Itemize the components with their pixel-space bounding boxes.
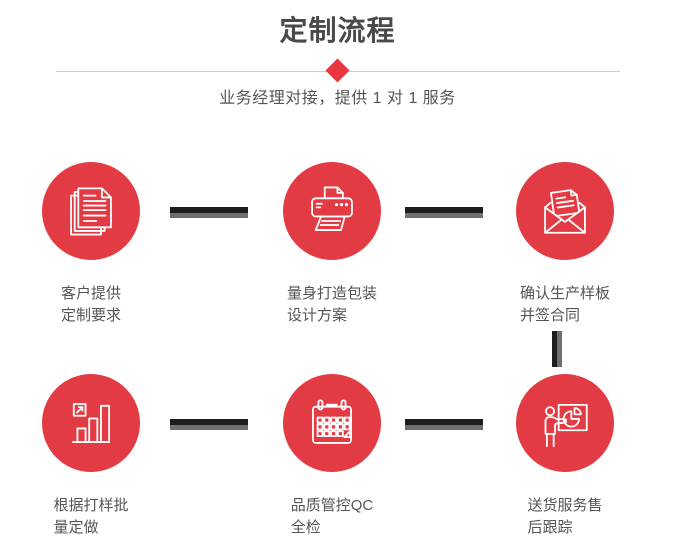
step-label-line: 后跟踪 — [527, 519, 573, 536]
step-sample-contract-circle — [516, 162, 614, 260]
stacked-documents-icon — [70, 187, 112, 236]
growth-bar-chart-icon — [71, 403, 111, 443]
calendar-icon — [312, 399, 352, 444]
diamond-icon — [325, 58, 350, 83]
step-label-line: 量定做 — [53, 519, 99, 536]
printer-icon — [311, 186, 353, 231]
step-label: 量身打造包装设计方案 — [273, 283, 391, 327]
step-delivery-aftersales-circle — [516, 374, 614, 472]
connector-bar — [170, 207, 248, 218]
step-label-line: 设计方案 — [286, 307, 347, 324]
presentation-icon — [544, 403, 588, 448]
step-label: 客户提供定制要求 — [32, 283, 150, 327]
step-customer-requirements-circle — [42, 162, 140, 260]
vertical-connector-bar — [552, 331, 562, 367]
connector-bar — [170, 419, 248, 430]
step-label-line: 客户提供 — [60, 285, 121, 302]
step-batch-production-circle — [42, 374, 140, 472]
connector-bar — [405, 207, 483, 218]
step-label: 品质管控QC 全检 — [273, 495, 391, 539]
step-label-line: 送货服务售 — [527, 497, 603, 514]
step-label-line: 确认生产样板 — [519, 285, 610, 302]
step-label: 送货服务售后跟踪 — [506, 495, 624, 539]
step-label: 根据打样批量定做 — [32, 495, 150, 539]
step-packaging-design-circle — [283, 162, 381, 260]
step-quality-control-circle — [283, 374, 381, 472]
section-subtitle: 业务经理对接，提供 1 对 1 服务 — [219, 90, 456, 107]
step-label: 确认生产样板并签合同 — [506, 283, 624, 327]
open-envelope-icon — [544, 189, 586, 234]
page-title: 定制流程 — [279, 15, 396, 46]
step-label-line: 全检 — [290, 519, 321, 536]
step-label-line: 并签合同 — [519, 307, 580, 324]
step-label-line: 根据打样批 — [53, 497, 129, 514]
connector-bar — [405, 419, 483, 430]
step-label-line: 定制要求 — [60, 307, 121, 324]
step-label-line: 品质管控QC — [290, 497, 374, 514]
step-label-line: 量身打造包装 — [286, 285, 377, 302]
